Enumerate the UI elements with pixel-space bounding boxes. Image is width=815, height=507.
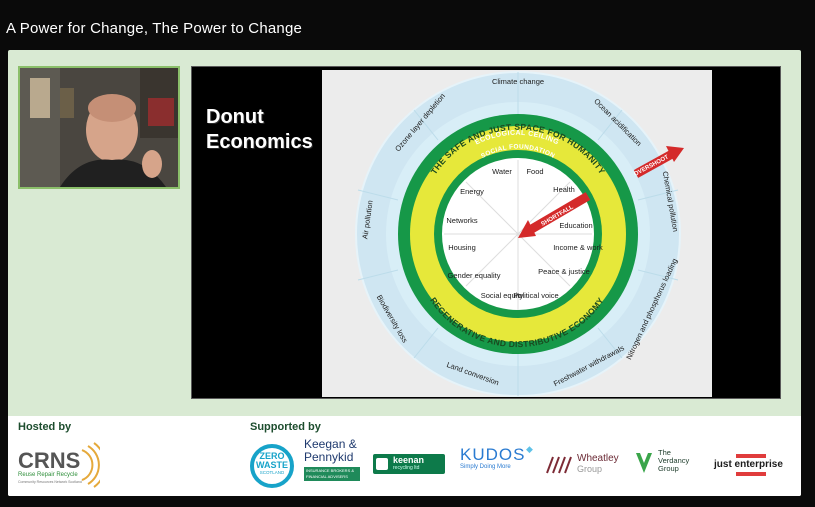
window-title: A Power for Change, The Power to Change	[6, 20, 303, 37]
zero-waste-scotland-logo: ZERO WASTE SCOTLAND	[250, 444, 294, 488]
keenan-icon	[376, 458, 388, 470]
kudos-star-icon: ◆	[526, 444, 533, 454]
keenan-logo: keenan recycling ltd	[373, 454, 445, 474]
speaker-video[interactable]	[18, 66, 180, 189]
just-name: just enterprise	[714, 459, 783, 470]
keegan-line2: Pennykid	[304, 450, 354, 464]
speaker-avatar	[20, 68, 178, 187]
crns-tagline: Reuse Repair Recycle	[18, 472, 78, 478]
just-enterprise-logo: just enterprise	[714, 454, 790, 478]
slide-title-line1: Donut	[206, 106, 264, 128]
zws-line2: WASTE	[255, 460, 288, 470]
verdancy-leaf-icon	[636, 453, 652, 473]
foundation-peace: Peace & justice	[538, 267, 590, 276]
foundation-income: Income & work	[553, 243, 603, 252]
verdancy-group-logo: The Verdancy Group	[634, 448, 704, 481]
foundation-political: Political voice	[513, 291, 558, 300]
sponsor-footer: Hosted by Supported by CRNS Reuse Repair…	[8, 416, 801, 496]
foundation-gender: Gender equality	[448, 271, 501, 280]
foundation-food: Food	[526, 167, 543, 176]
kudos-name: KUDOS	[460, 445, 526, 464]
just-bar-top-icon	[736, 454, 766, 458]
keegan-sub: INSURANCE BROKERS & FINANCIAL ADVISERS	[304, 467, 360, 481]
slide-title: Donut Economics	[206, 105, 313, 155]
keenan-name: keenan	[393, 455, 425, 465]
kudos-logo: KUDOS ◆ Simply Doing More	[460, 444, 534, 482]
zws-line3: SCOTLAND	[259, 470, 285, 475]
wheatley-line2: Group	[577, 464, 603, 474]
just-bar-bottom-icon	[736, 472, 766, 476]
slide-title-line2: Economics	[206, 131, 313, 153]
supported-by-label: Supported by	[250, 421, 321, 433]
foundation-social-equity: Social equity	[481, 291, 524, 300]
wheatley-line1: Wheatley	[577, 453, 619, 464]
presentation-stage: Donut Economics	[8, 50, 801, 496]
wheatley-group-logo: Wheatley Group	[545, 451, 619, 479]
zws-line1: ZERO	[259, 451, 285, 461]
foundation-energy: Energy	[460, 187, 484, 196]
verdancy-line1: The	[658, 448, 671, 457]
wheatley-icon	[546, 456, 572, 474]
hosted-by-label: Hosted by	[18, 421, 72, 433]
verdancy-line2: Verdancy	[658, 456, 690, 465]
crns-logo: CRNS Reuse Repair Recycle Community Reso…	[18, 440, 107, 490]
kudos-tagline: Simply Doing More	[460, 464, 511, 470]
donut-diagram: Climate change Ocean acidification Chemi…	[322, 70, 712, 397]
keenan-sub: recycling ltd	[393, 465, 420, 471]
ceiling-climate: Climate change	[492, 77, 544, 86]
foundation-education: Education	[559, 221, 592, 230]
foundation-health: Health	[553, 185, 575, 194]
foundation-housing: Housing	[448, 243, 476, 252]
keegan-line1: Keegan &	[304, 437, 357, 451]
foundation-networks: Networks	[446, 216, 478, 225]
keegan-pennykid-logo: Keegan & Pennykid INSURANCE BROKERS & FI…	[304, 438, 366, 490]
donut-svg: Climate change Ocean acidification Chemi…	[355, 71, 684, 397]
title-bar: A Power for Change, The Power to Change	[0, 0, 815, 50]
crns-name: CRNS	[18, 448, 81, 473]
verdancy-line3: Group	[658, 464, 679, 473]
foundation-water: Water	[492, 167, 512, 176]
shared-slide: Donut Economics	[191, 66, 781, 399]
crns-sub: Community Resources Network Scotland	[18, 480, 82, 484]
